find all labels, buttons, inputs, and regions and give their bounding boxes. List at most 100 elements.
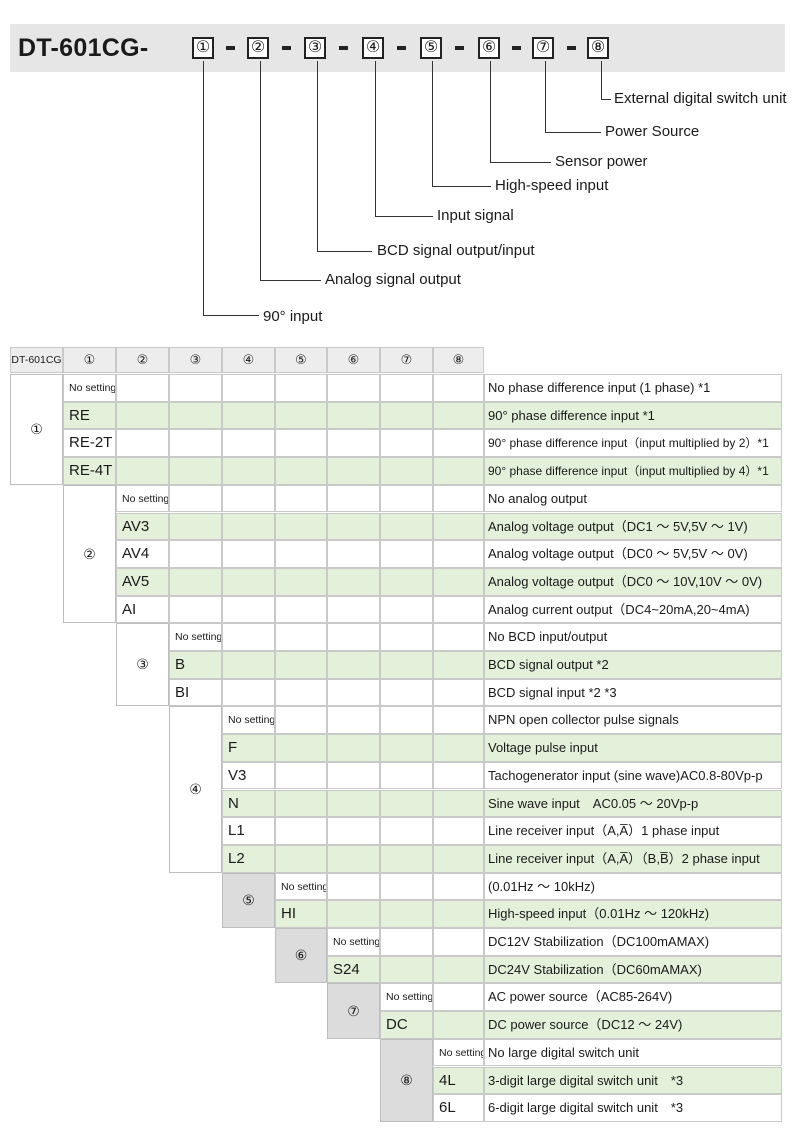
option-code: B — [169, 651, 222, 679]
empty-cell — [275, 429, 327, 458]
empty-cell — [327, 540, 380, 568]
empty-cell — [222, 512, 275, 541]
empty-cell — [327, 429, 380, 458]
empty-cell — [169, 429, 222, 458]
option-description: High-speed input（0.01Hz ～ 120kHz) — [484, 900, 782, 928]
option-description: DC12V Stabilization（DC100mAMAX) — [484, 928, 782, 956]
option-description: Analog voltage output（DC0 ～ 10V,10V ～ 0V… — [484, 567, 782, 596]
option-code: No setting — [380, 983, 433, 1012]
empty-cell — [222, 540, 275, 568]
option-description: No analog output — [484, 484, 782, 513]
legend-label-2: Analog signal output — [325, 271, 461, 288]
dash-separator — [282, 46, 291, 50]
leader-line-8 — [601, 61, 611, 100]
position-box-6: ⑥ — [478, 37, 500, 59]
position-box-8: ⑧ — [587, 37, 609, 59]
empty-cell — [169, 567, 222, 596]
position-box-5: ⑤ — [420, 37, 442, 59]
empty-cell — [380, 955, 433, 984]
empty-cell — [222, 484, 275, 513]
option-description: Tachogenerator input (sine wave)AC0.8-80… — [484, 761, 782, 790]
empty-cell — [433, 457, 484, 485]
group-label-8: ⑧ — [380, 1038, 433, 1122]
option-code: RE — [63, 401, 116, 430]
option-code: L1 — [222, 817, 275, 845]
option-description: 90° phase difference input（input multipl… — [484, 457, 782, 485]
dash-separator — [512, 46, 521, 50]
empty-cell — [327, 761, 380, 790]
option-code: AV3 — [116, 512, 169, 541]
option-code: No setting — [433, 1038, 484, 1067]
empty-cell — [380, 900, 433, 928]
empty-cell — [380, 844, 433, 873]
option-description: No phase difference input (1 phase) *1 — [484, 374, 782, 402]
empty-cell — [433, 761, 484, 790]
option-code: AI — [116, 595, 169, 624]
option-description: (0.01Hz ～ 10kHz) — [484, 872, 782, 901]
empty-cell — [275, 540, 327, 568]
empty-cell — [275, 761, 327, 790]
empty-cell — [433, 706, 484, 735]
empty-cell — [380, 817, 433, 845]
option-description: Sine wave input AC0.05 ～ 20Vp-p — [484, 789, 782, 818]
empty-cell — [275, 374, 327, 402]
option-description: BCD signal output *2 — [484, 651, 782, 679]
empty-cell — [380, 761, 433, 790]
empty-cell — [380, 678, 433, 707]
empty-cell — [433, 872, 484, 901]
empty-cell — [380, 512, 433, 541]
option-code: No setting — [63, 374, 116, 402]
empty-cell — [380, 374, 433, 402]
empty-cell — [380, 429, 433, 458]
group-label-3: ③ — [116, 623, 169, 707]
empty-cell — [169, 595, 222, 624]
empty-cell — [433, 817, 484, 845]
legend-label-8: External digital switch unit — [614, 90, 787, 107]
empty-cell — [380, 595, 433, 624]
empty-cell — [380, 734, 433, 762]
option-code: No setting — [275, 872, 327, 901]
empty-cell — [327, 457, 380, 485]
empty-cell — [380, 484, 433, 513]
empty-cell — [222, 651, 275, 679]
option-code: No setting — [222, 706, 275, 735]
option-code: BI — [169, 678, 222, 707]
table-header-8: ⑧ — [433, 347, 484, 373]
option-description: No BCD input/output — [484, 623, 782, 651]
option-code: 4L — [433, 1066, 484, 1095]
dash-separator — [567, 46, 576, 50]
empty-cell — [327, 623, 380, 651]
empty-cell — [327, 374, 380, 402]
empty-cell — [275, 401, 327, 430]
dash-separator — [226, 46, 235, 50]
empty-cell — [380, 457, 433, 485]
empty-cell — [433, 429, 484, 458]
option-code: No setting — [116, 484, 169, 513]
empty-cell — [275, 484, 327, 513]
empty-cell — [380, 706, 433, 735]
option-description: Analog current output（DC4~20mA,20~4mA) — [484, 595, 782, 624]
empty-cell — [380, 401, 433, 430]
option-code: AV4 — [116, 540, 169, 568]
empty-cell — [433, 484, 484, 513]
option-description: NPN open collector pulse signals — [484, 706, 782, 735]
empty-cell — [380, 928, 433, 956]
leader-line-5 — [432, 61, 491, 187]
dash-separator — [455, 46, 464, 50]
empty-cell — [433, 401, 484, 430]
position-box-2: ② — [247, 37, 269, 59]
option-code: S24 — [327, 955, 380, 984]
option-description: Analog voltage output（DC0 ～ 5V,5V ～ 0V) — [484, 540, 782, 568]
option-description: 6-digit large digital switch unit *3 — [484, 1094, 782, 1122]
legend-label-6: Sensor power — [555, 153, 648, 170]
empty-cell — [433, 928, 484, 956]
empty-cell — [327, 817, 380, 845]
leader-line-1 — [203, 61, 259, 316]
table-header-5: ⑤ — [275, 347, 327, 373]
empty-cell — [222, 678, 275, 707]
table-header-1: ① — [63, 347, 116, 373]
empty-cell — [327, 872, 380, 901]
empty-cell — [433, 512, 484, 541]
empty-cell — [433, 651, 484, 679]
empty-cell — [169, 374, 222, 402]
